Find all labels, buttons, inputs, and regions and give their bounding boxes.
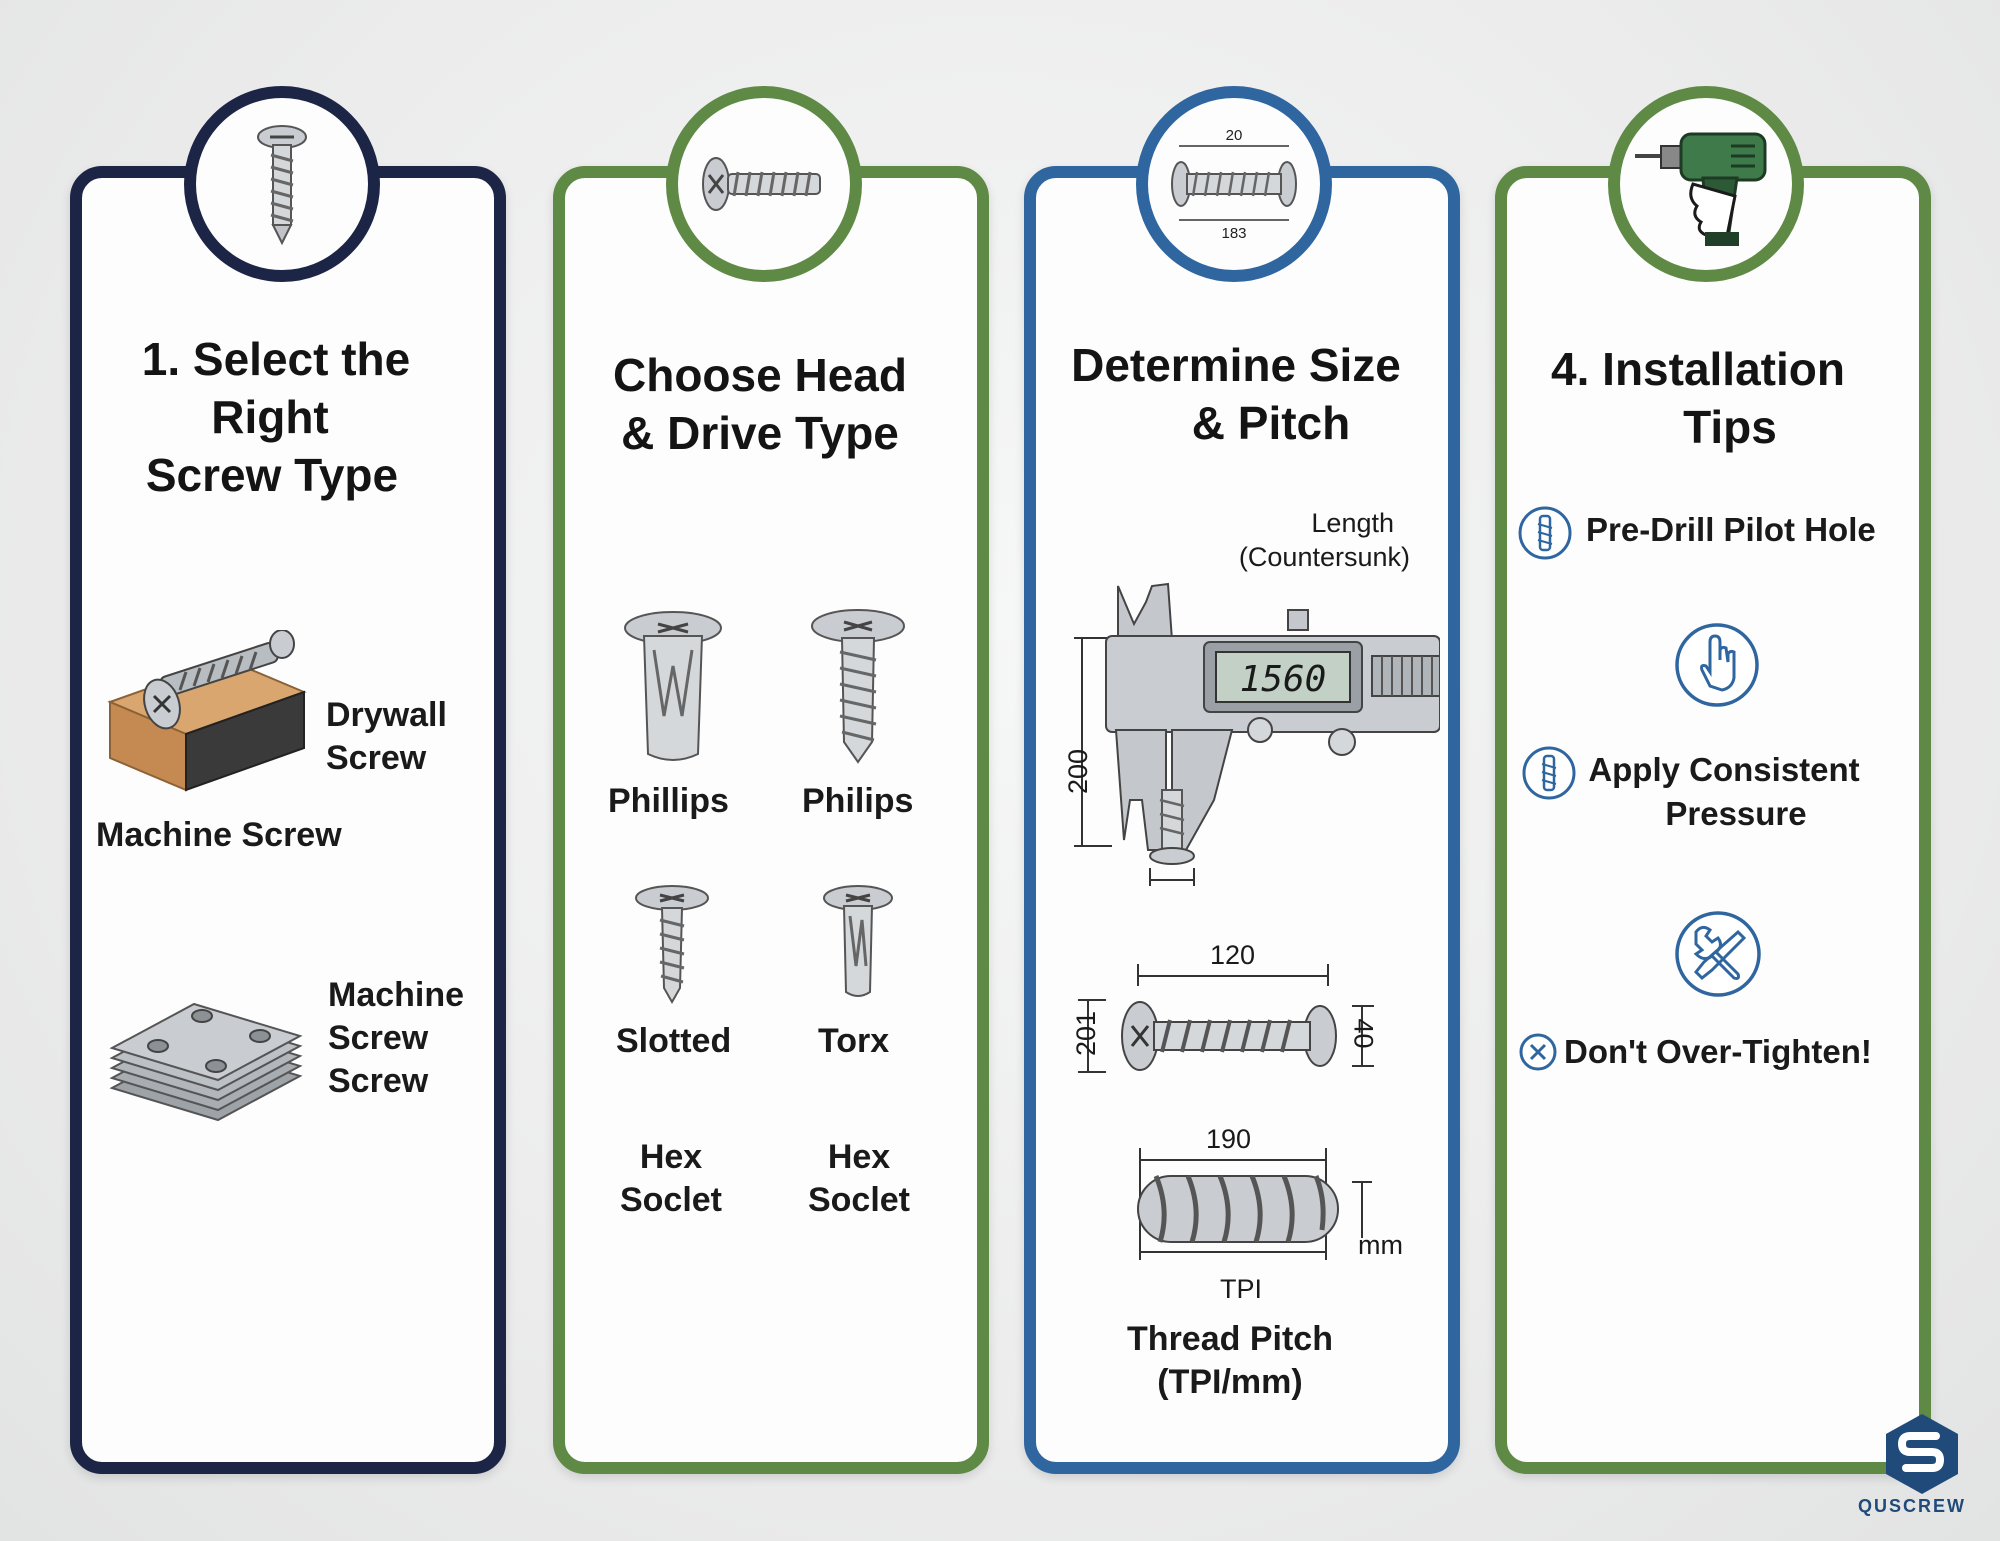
torx-screw-icon [823,885,893,997]
hex-line: Hex [827,1138,891,1176]
badge-top-dim: 20 [1226,127,1243,144]
unit-mm-label: mm [1358,1230,1403,1260]
caliper-readout: 1560 [1240,659,1327,700]
phillips-label: Phillips [608,782,729,820]
machine-line: Screw [328,1019,429,1057]
pitch-line: Thread Pitch [1127,1320,1333,1358]
tip-dont-overtighten: Don't Over-Tighten! [1564,1033,1872,1070]
panel2-title-line: Choose Head [613,349,907,401]
panel1-title-line: Right [211,391,329,443]
warning-x-icon [1519,1033,1557,1071]
machine-line: Machine [328,976,465,1014]
philips-label: Philips [802,782,914,820]
consistent-pressure-screw-icon [1522,746,1576,800]
slotted-label: Slotted [616,1022,732,1060]
panel4-title: 4. Installation Tips [1530,340,1930,456]
panel1-title-line: Screw Type [145,449,399,501]
slotted-screw-icon [635,885,709,1005]
drywall-screw-label: Drywall Screw [326,694,447,780]
drywall-screw-illustration [107,630,307,792]
panel-screw-type [70,166,506,1474]
badge-bottom-dim: 183 [1221,225,1246,242]
tpi-label: TPI [1220,1274,1263,1304]
hex-line: Soclet [807,1181,911,1219]
tip-consistent-pressure: Apply Consistent Pressure [1586,748,1886,836]
drywall-line: Drywall [326,696,447,734]
pitch-line: (TPI/mm) [1157,1363,1303,1401]
panel2-title: Choose Head & Drive Type [590,346,930,462]
machine-screw-caption: Machine Screw [96,816,342,854]
panel-size-pitch [1024,166,1460,1474]
drywall-line: Screw [326,739,427,777]
hex-line: Hex [639,1138,703,1176]
panel-installation-tips [1495,166,1931,1474]
hex-socket-label-left: Hex Soclet [618,1136,724,1222]
screw-dimension-illustration [1078,964,1374,1073]
length-countersunk-label: Length (Countersunk) [1226,506,1410,574]
wrench-screwdriver-icon [1675,911,1761,997]
dim-top-label: 120 [1210,940,1256,970]
power-drill-icon [1635,132,1767,246]
panel4-title-line: 4. Installation [1551,343,1845,395]
length-line: (Countersunk) [1238,542,1410,572]
dim-right-label: 40 [1348,1018,1379,1049]
machine-screw-label: Machine Screw Screw [328,974,464,1103]
thread-pitch-label: Thread Pitch (TPI/mm) [1110,1318,1350,1404]
pilot-hole-screw-icon [1518,506,1572,560]
panel3-title: Determine Size & Pitch [1050,336,1422,452]
phillips-head-icon [624,611,722,761]
tip-predrill: Pre-Drill Pilot Hole [1586,511,1876,548]
panel4-title-line: Tips [1683,401,1777,453]
caliper-dimension: 200 [1063,748,1094,795]
tip2-line: Apply Consistent [1588,751,1860,788]
digital-caliper-illustration: 1560 [1074,582,1440,886]
dimension-badge: 20 183 [1136,86,1332,282]
quscrew-logo-text: QUSCREW [1858,1496,1966,1516]
panel3-title-line: Determine Size [1071,339,1401,391]
panel3-title-line: & Pitch [1191,397,1351,449]
machine-line: Screw [328,1062,429,1100]
hex-socket-label-right: Hex Soclet [806,1136,912,1222]
drill-badge [1608,86,1804,282]
hex-line: Soclet [619,1181,723,1219]
dim-left-label: 201 [1071,1010,1102,1057]
screw-horizontal-icon [702,157,821,211]
philips-screw-icon [811,609,905,764]
machine-screw-plates-illustration [109,1002,303,1122]
panel1-title: 1. Select the Right Screw Type [118,330,434,504]
screw-vertical-icon [257,125,307,246]
length-line: Length [1311,508,1394,538]
dimension-screw-icon: 20 183 [1171,127,1297,242]
screw-icon-badge [184,86,380,282]
torx-label: Torx [818,1022,890,1060]
tip2-line: Pressure [1665,795,1807,832]
quscrew-logo-icon [1886,1414,1958,1494]
panel-head-drive [553,166,989,1474]
panel1-title-line: 1. Select the [141,333,411,385]
dim-thread-label: 190 [1206,1124,1252,1154]
pressure-hand-icon [1675,623,1759,707]
screw-horizontal-badge [666,86,862,282]
thread-pitch-illustration [1137,1148,1372,1260]
panel2-title-line: & Drive Type [621,407,899,459]
